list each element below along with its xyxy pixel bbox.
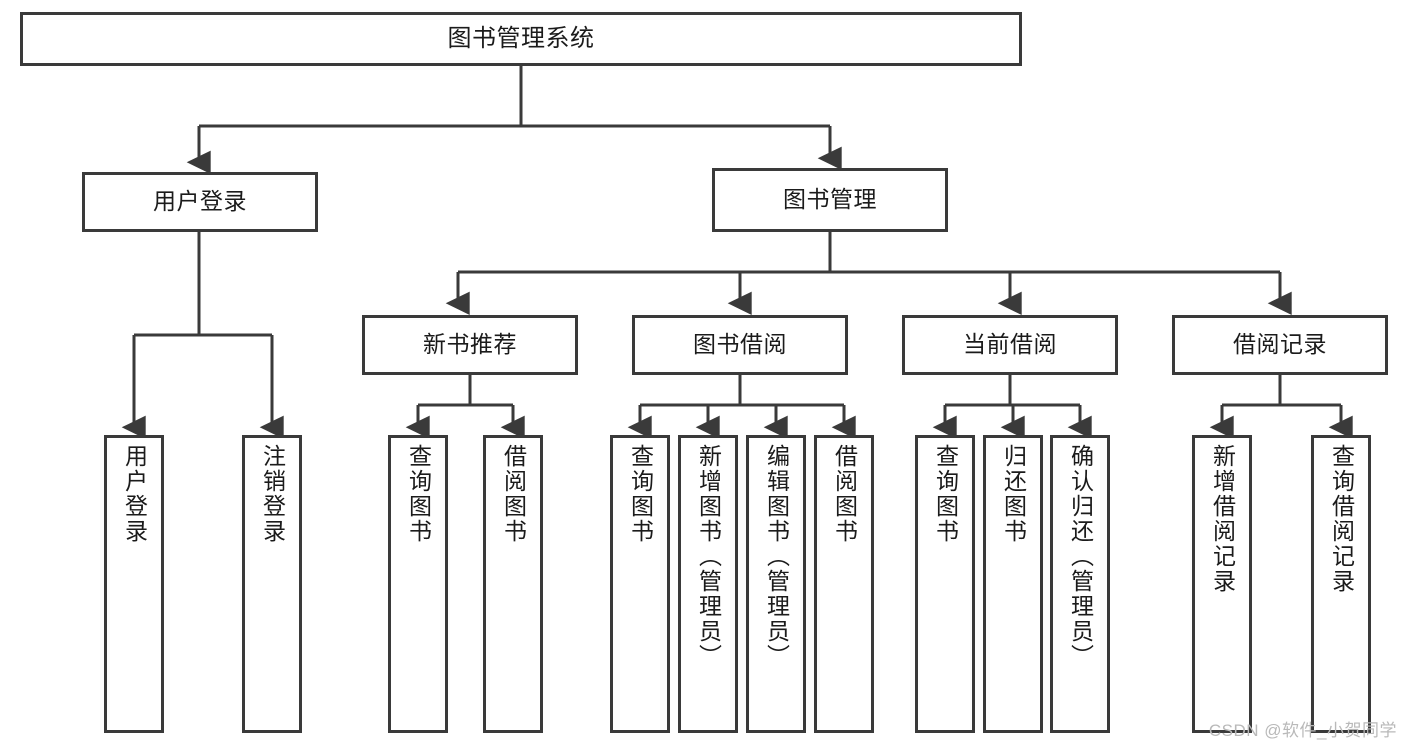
node-current-borrow[interactable]: 当前借阅 [902,315,1118,375]
node-label: 借阅图书 [500,444,527,544]
leaf-user-login[interactable]: 用户登录 [104,435,164,733]
leaf-add-book-admin[interactable]: 新增图书（管理员） [678,435,738,733]
leaf-return-book[interactable]: 归还图书 [983,435,1043,733]
leaf-edit-book-admin[interactable]: 编辑图书（管理员） [746,435,806,733]
node-label: 当前借阅 [963,331,1057,358]
node-label: 查询借阅记录 [1328,444,1355,594]
node-label: 用户登录 [153,188,247,215]
leaf-add-borrow-record[interactable]: 新增借阅记录 [1192,435,1252,733]
node-label: 图书管理 [783,186,877,213]
node-label: 查询图书 [405,444,432,544]
leaf-borrow-book-from-recommend[interactable]: 借阅图书 [483,435,543,733]
leaf-query-book-current[interactable]: 查询图书 [915,435,975,733]
leaf-query-borrow-record[interactable]: 查询借阅记录 [1311,435,1371,733]
node-label: 新增借阅记录 [1209,444,1236,594]
node-user-login[interactable]: 用户登录 [82,172,318,232]
node-label: 新书推荐 [423,331,517,358]
node-new-book-recommend[interactable]: 新书推荐 [362,315,578,375]
leaf-query-book[interactable]: 查询图书 [610,435,670,733]
node-root-book-management-system[interactable]: 图书管理系统 [20,12,1022,66]
node-book-borrow[interactable]: 图书借阅 [632,315,848,375]
node-label: 借阅图书 [831,444,858,544]
node-label: 查询图书 [627,444,654,544]
leaf-borrow-book[interactable]: 借阅图书 [814,435,874,733]
node-label: 归还图书 [1000,444,1027,544]
node-label: 新增图书（管理员） [695,444,722,669]
node-label: 确认归还（管理员） [1067,444,1094,669]
node-label: 查询图书 [932,444,959,544]
node-book-management[interactable]: 图书管理 [712,168,948,232]
node-label: 用户登录 [121,444,148,544]
leaf-confirm-return-admin[interactable]: 确认归还（管理员） [1050,435,1110,733]
node-label: 图书管理系统 [447,24,595,52]
node-label: 借阅记录 [1233,331,1327,358]
leaf-logout[interactable]: 注销登录 [242,435,302,733]
node-borrow-record[interactable]: 借阅记录 [1172,315,1388,375]
node-label: 图书借阅 [693,331,787,358]
node-label: 编辑图书（管理员） [763,444,790,669]
leaf-query-book-from-recommend[interactable]: 查询图书 [388,435,448,733]
node-label: 注销登录 [259,444,286,544]
